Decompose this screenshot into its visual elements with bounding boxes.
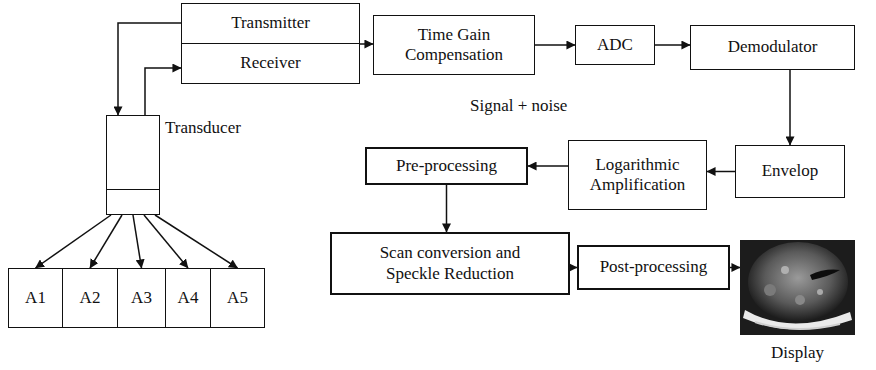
process-box: ADC bbox=[575, 25, 655, 65]
node-text: A3 bbox=[131, 288, 152, 308]
node-text: Envelop bbox=[762, 161, 819, 181]
array-element: A5 bbox=[210, 268, 265, 328]
process-box: Demodulator bbox=[690, 25, 855, 70]
node-text: A2 bbox=[80, 288, 101, 308]
process-box: Logarithmic Amplification bbox=[568, 140, 707, 210]
connector-arrow bbox=[133, 215, 142, 268]
connector-arrow bbox=[90, 215, 122, 268]
process-box: Transmitter bbox=[181, 3, 360, 44]
connector-arrow bbox=[36, 215, 112, 268]
node-text: Receiver bbox=[240, 53, 300, 73]
connector-arrow bbox=[730, 267, 740, 269]
process-box: Receiver bbox=[181, 43, 360, 84]
connector-arrow bbox=[528, 165, 568, 167]
connector-arrow bbox=[535, 44, 575, 46]
node-text: Transmitter bbox=[231, 13, 310, 33]
connector-arrow bbox=[118, 23, 181, 115]
process-box: Post-processing bbox=[577, 245, 730, 290]
array-element: A1 bbox=[8, 268, 63, 328]
node-text: A4 bbox=[178, 288, 199, 308]
node-text: Display bbox=[740, 343, 855, 363]
array-element: A4 bbox=[165, 268, 211, 328]
probe-face-line bbox=[107, 189, 159, 190]
process-box: Time Gain Compensation bbox=[373, 15, 535, 75]
connector-arrow bbox=[446, 185, 448, 232]
node-text: Scan conversion and Speckle Reduction bbox=[361, 243, 539, 284]
signal-label: Signal + noise bbox=[470, 96, 567, 116]
node-text: A5 bbox=[227, 288, 248, 308]
process-box: Pre-processing bbox=[365, 147, 528, 185]
node-text: ADC bbox=[597, 35, 633, 55]
connector-arrow bbox=[789, 70, 791, 145]
connector-arrow bbox=[707, 171, 735, 173]
node-text: Time Gain Compensation bbox=[392, 25, 517, 66]
connector-arrow bbox=[155, 215, 238, 268]
ultrasound-image bbox=[740, 240, 855, 335]
transducer-probe: Transducer bbox=[106, 115, 160, 215]
node-text: Logarithmic Amplification bbox=[569, 155, 706, 196]
process-box: Scan conversion and Speckle Reduction bbox=[330, 232, 570, 295]
array-element: A3 bbox=[117, 268, 166, 328]
connector-arrow bbox=[360, 43, 373, 45]
node-text: Post-processing bbox=[600, 257, 708, 277]
node-text: A1 bbox=[25, 288, 46, 308]
node-text: Pre-processing bbox=[396, 156, 497, 176]
connector-arrow bbox=[570, 267, 577, 269]
array-element: A2 bbox=[62, 268, 118, 328]
node-text: Transducer bbox=[165, 118, 241, 138]
connector-arrow bbox=[145, 68, 181, 115]
connector-arrow bbox=[655, 44, 690, 46]
display-image: Display bbox=[740, 240, 855, 335]
node-text: Demodulator bbox=[728, 37, 818, 57]
process-box: Envelop bbox=[735, 145, 845, 198]
